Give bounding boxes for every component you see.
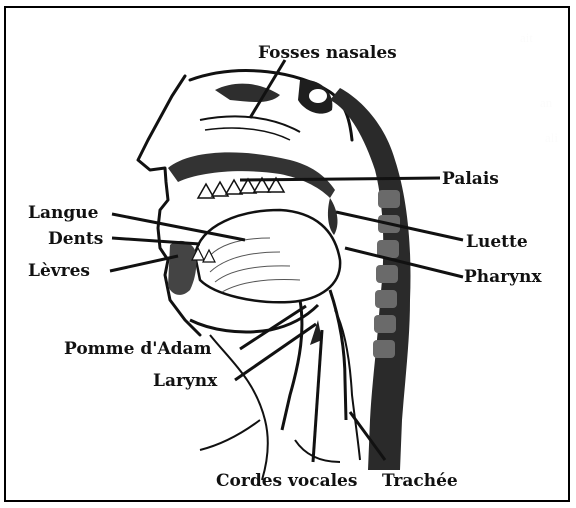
- label-dents: Dents: [48, 229, 103, 249]
- leader-dents: [112, 238, 200, 244]
- spine-region: [330, 88, 410, 470]
- leader-cordes-vocales: [313, 330, 322, 462]
- label-luette: Luette: [466, 232, 528, 252]
- label-pharynx: Pharynx: [464, 267, 542, 287]
- tongue: [195, 210, 340, 302]
- label-levres: Lèvres: [28, 261, 90, 281]
- face-profile: [138, 76, 200, 335]
- uvula: [328, 198, 338, 235]
- leader-pomme-adam: [240, 306, 306, 349]
- label-larynx: Larynx: [153, 371, 218, 391]
- throat: [200, 290, 360, 462]
- label-trachee: Trachée: [382, 471, 458, 491]
- label-langue: Langue: [28, 203, 99, 223]
- label-pomme-adam: Pomme d'Adam: [64, 339, 212, 359]
- label-palais: Palais: [442, 169, 499, 189]
- neck-outline: [210, 335, 268, 480]
- label-cordes-vocales: Cordes vocales: [216, 471, 357, 491]
- leader-palais: [240, 178, 440, 180]
- label-fosses-nasales: Fosses nasales: [258, 43, 397, 63]
